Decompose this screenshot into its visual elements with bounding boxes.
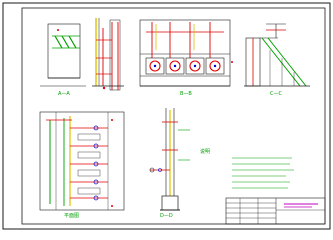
view-label-d: D—D <box>160 213 173 219</box>
drawing-sheet: A—A B—B C—C 平面图 D—D 说明 <box>2 2 331 230</box>
view-top-center <box>139 19 233 87</box>
view-bottom-center <box>149 108 190 211</box>
view-label-a: A—A <box>58 91 70 97</box>
outer-border <box>2 2 331 230</box>
notes-heading: 说明 <box>200 149 211 155</box>
inner-border <box>21 7 326 225</box>
view-label-b: B—B <box>180 91 192 97</box>
view-label-c: C—C <box>270 91 282 97</box>
view-label-plan: 平面图 <box>64 213 80 219</box>
cad-drawing <box>2 2 331 230</box>
notes-lines <box>232 157 294 189</box>
view-bottom-left <box>39 111 125 211</box>
view-top-right <box>244 23 310 87</box>
view-top-left <box>40 18 124 91</box>
title-block <box>225 197 326 225</box>
